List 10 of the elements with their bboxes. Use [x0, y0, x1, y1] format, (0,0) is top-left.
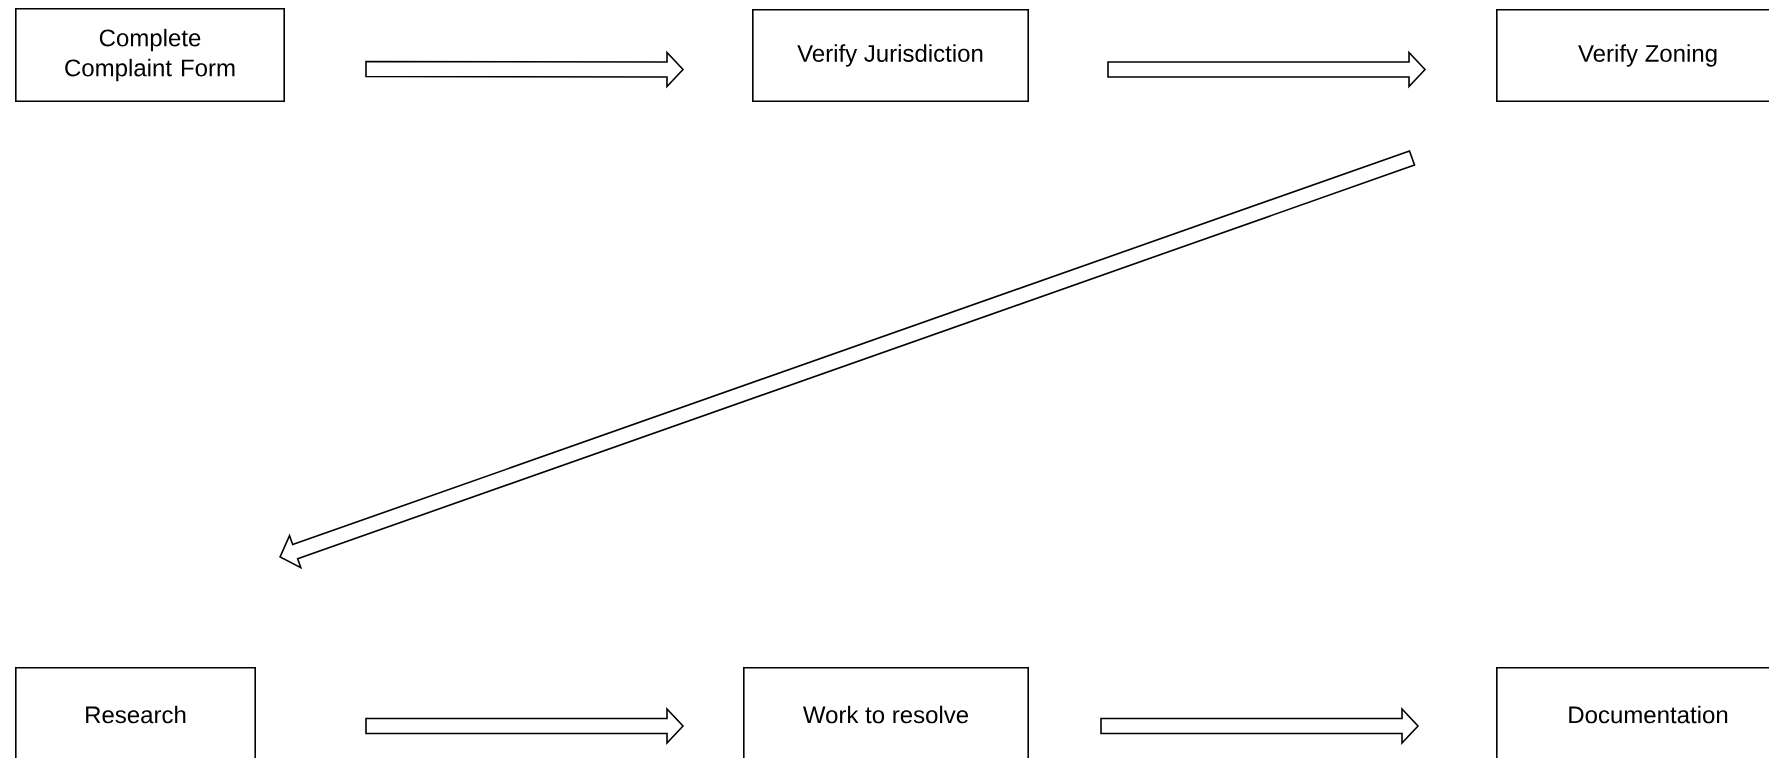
block-arrow: [1100, 707, 1420, 746]
process-box: Complete Complaint Form: [15, 8, 285, 102]
process-box: Work to resolve: [743, 667, 1029, 758]
process-box: Verify Zoning: [1496, 9, 1769, 102]
block-arrow: [365, 707, 685, 746]
process-box: Research: [15, 667, 256, 758]
block-arrow: [365, 50, 685, 89]
process-box: Documentation: [1496, 667, 1769, 758]
process-box: Verify Jurisdiction: [752, 9, 1029, 102]
block-arrow: [1107, 50, 1427, 89]
